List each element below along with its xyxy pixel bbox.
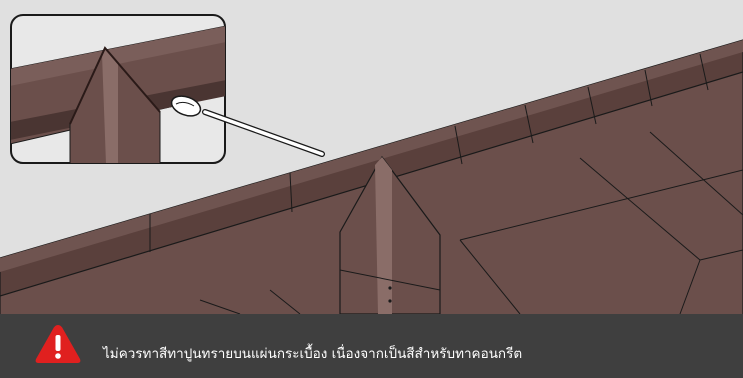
warning-text: ไม่ควรทาสีทาปูนทรายบนแผ่นกระเบื้อง เนื่อ…	[103, 346, 522, 362]
paint-brush-icon	[10, 14, 340, 174]
hip-ridge-highlight	[375, 157, 392, 314]
warning-triangle-icon	[33, 322, 83, 366]
